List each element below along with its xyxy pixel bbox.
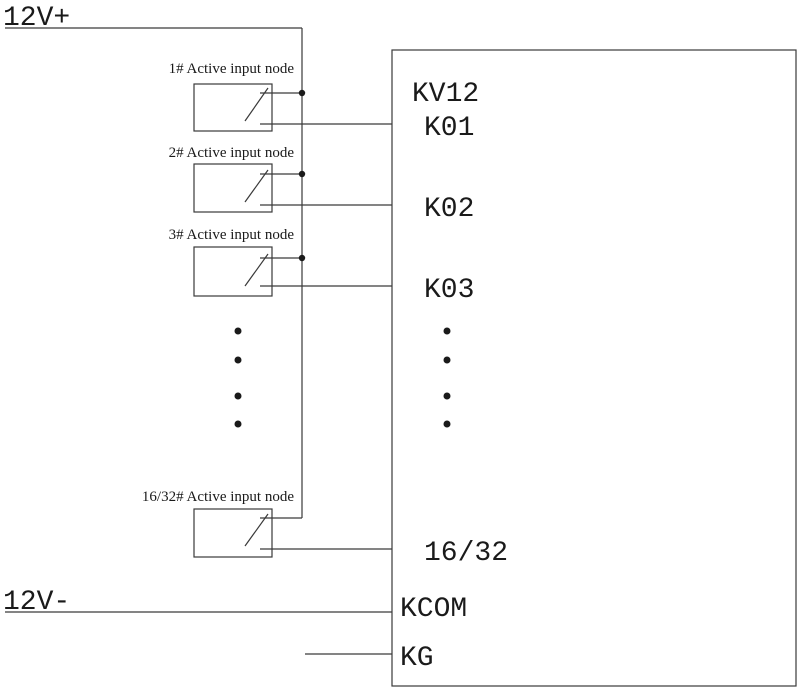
node-2-label: 2# Active input node [169, 145, 295, 161]
node-3-switch [244, 253, 269, 287]
terminal-supply-label: KV12 [412, 79, 479, 110]
node-2-switch [244, 169, 269, 203]
node-last-switch [244, 513, 269, 547]
node-last-label: 16/32# Active input node [142, 489, 294, 505]
terminal-block-box [391, 49, 797, 687]
ellipsis-dot-right-3 [443, 392, 451, 400]
terminal-input-3-label: K03 [424, 275, 474, 306]
terminal-input-last-label: 16/32 [424, 538, 508, 569]
ellipsis-dot-right-4 [443, 420, 451, 428]
ellipsis-dot-left-1 [234, 327, 242, 335]
node-3-box [193, 246, 273, 297]
positive-rail-label: 12V+ [3, 3, 70, 34]
ellipsis-dot-left-3 [234, 392, 242, 400]
terminal-ground-label: KG [400, 643, 434, 674]
junction-dot-2 [298, 170, 306, 178]
node-3-label: 3# Active input node [169, 227, 295, 243]
negative-rail-label: 12V- [3, 587, 70, 618]
node-1-switch [244, 87, 269, 122]
node-last-box [193, 508, 273, 558]
node-2-box [193, 163, 273, 213]
terminal-input-2-label: K02 [424, 194, 474, 225]
node-1-label: 1# Active input node [169, 61, 295, 77]
node-1-box [193, 83, 273, 132]
ellipsis-dot-left-2 [234, 356, 242, 364]
junction-dot-3 [298, 254, 306, 262]
terminal-common-label: KCOM [400, 594, 467, 625]
ellipsis-dot-left-4 [234, 420, 242, 428]
junction-dot-1 [298, 89, 306, 97]
terminal-input-1-label: K01 [424, 113, 474, 144]
ellipsis-dot-right-1 [443, 327, 451, 335]
ellipsis-dot-right-2 [443, 356, 451, 364]
